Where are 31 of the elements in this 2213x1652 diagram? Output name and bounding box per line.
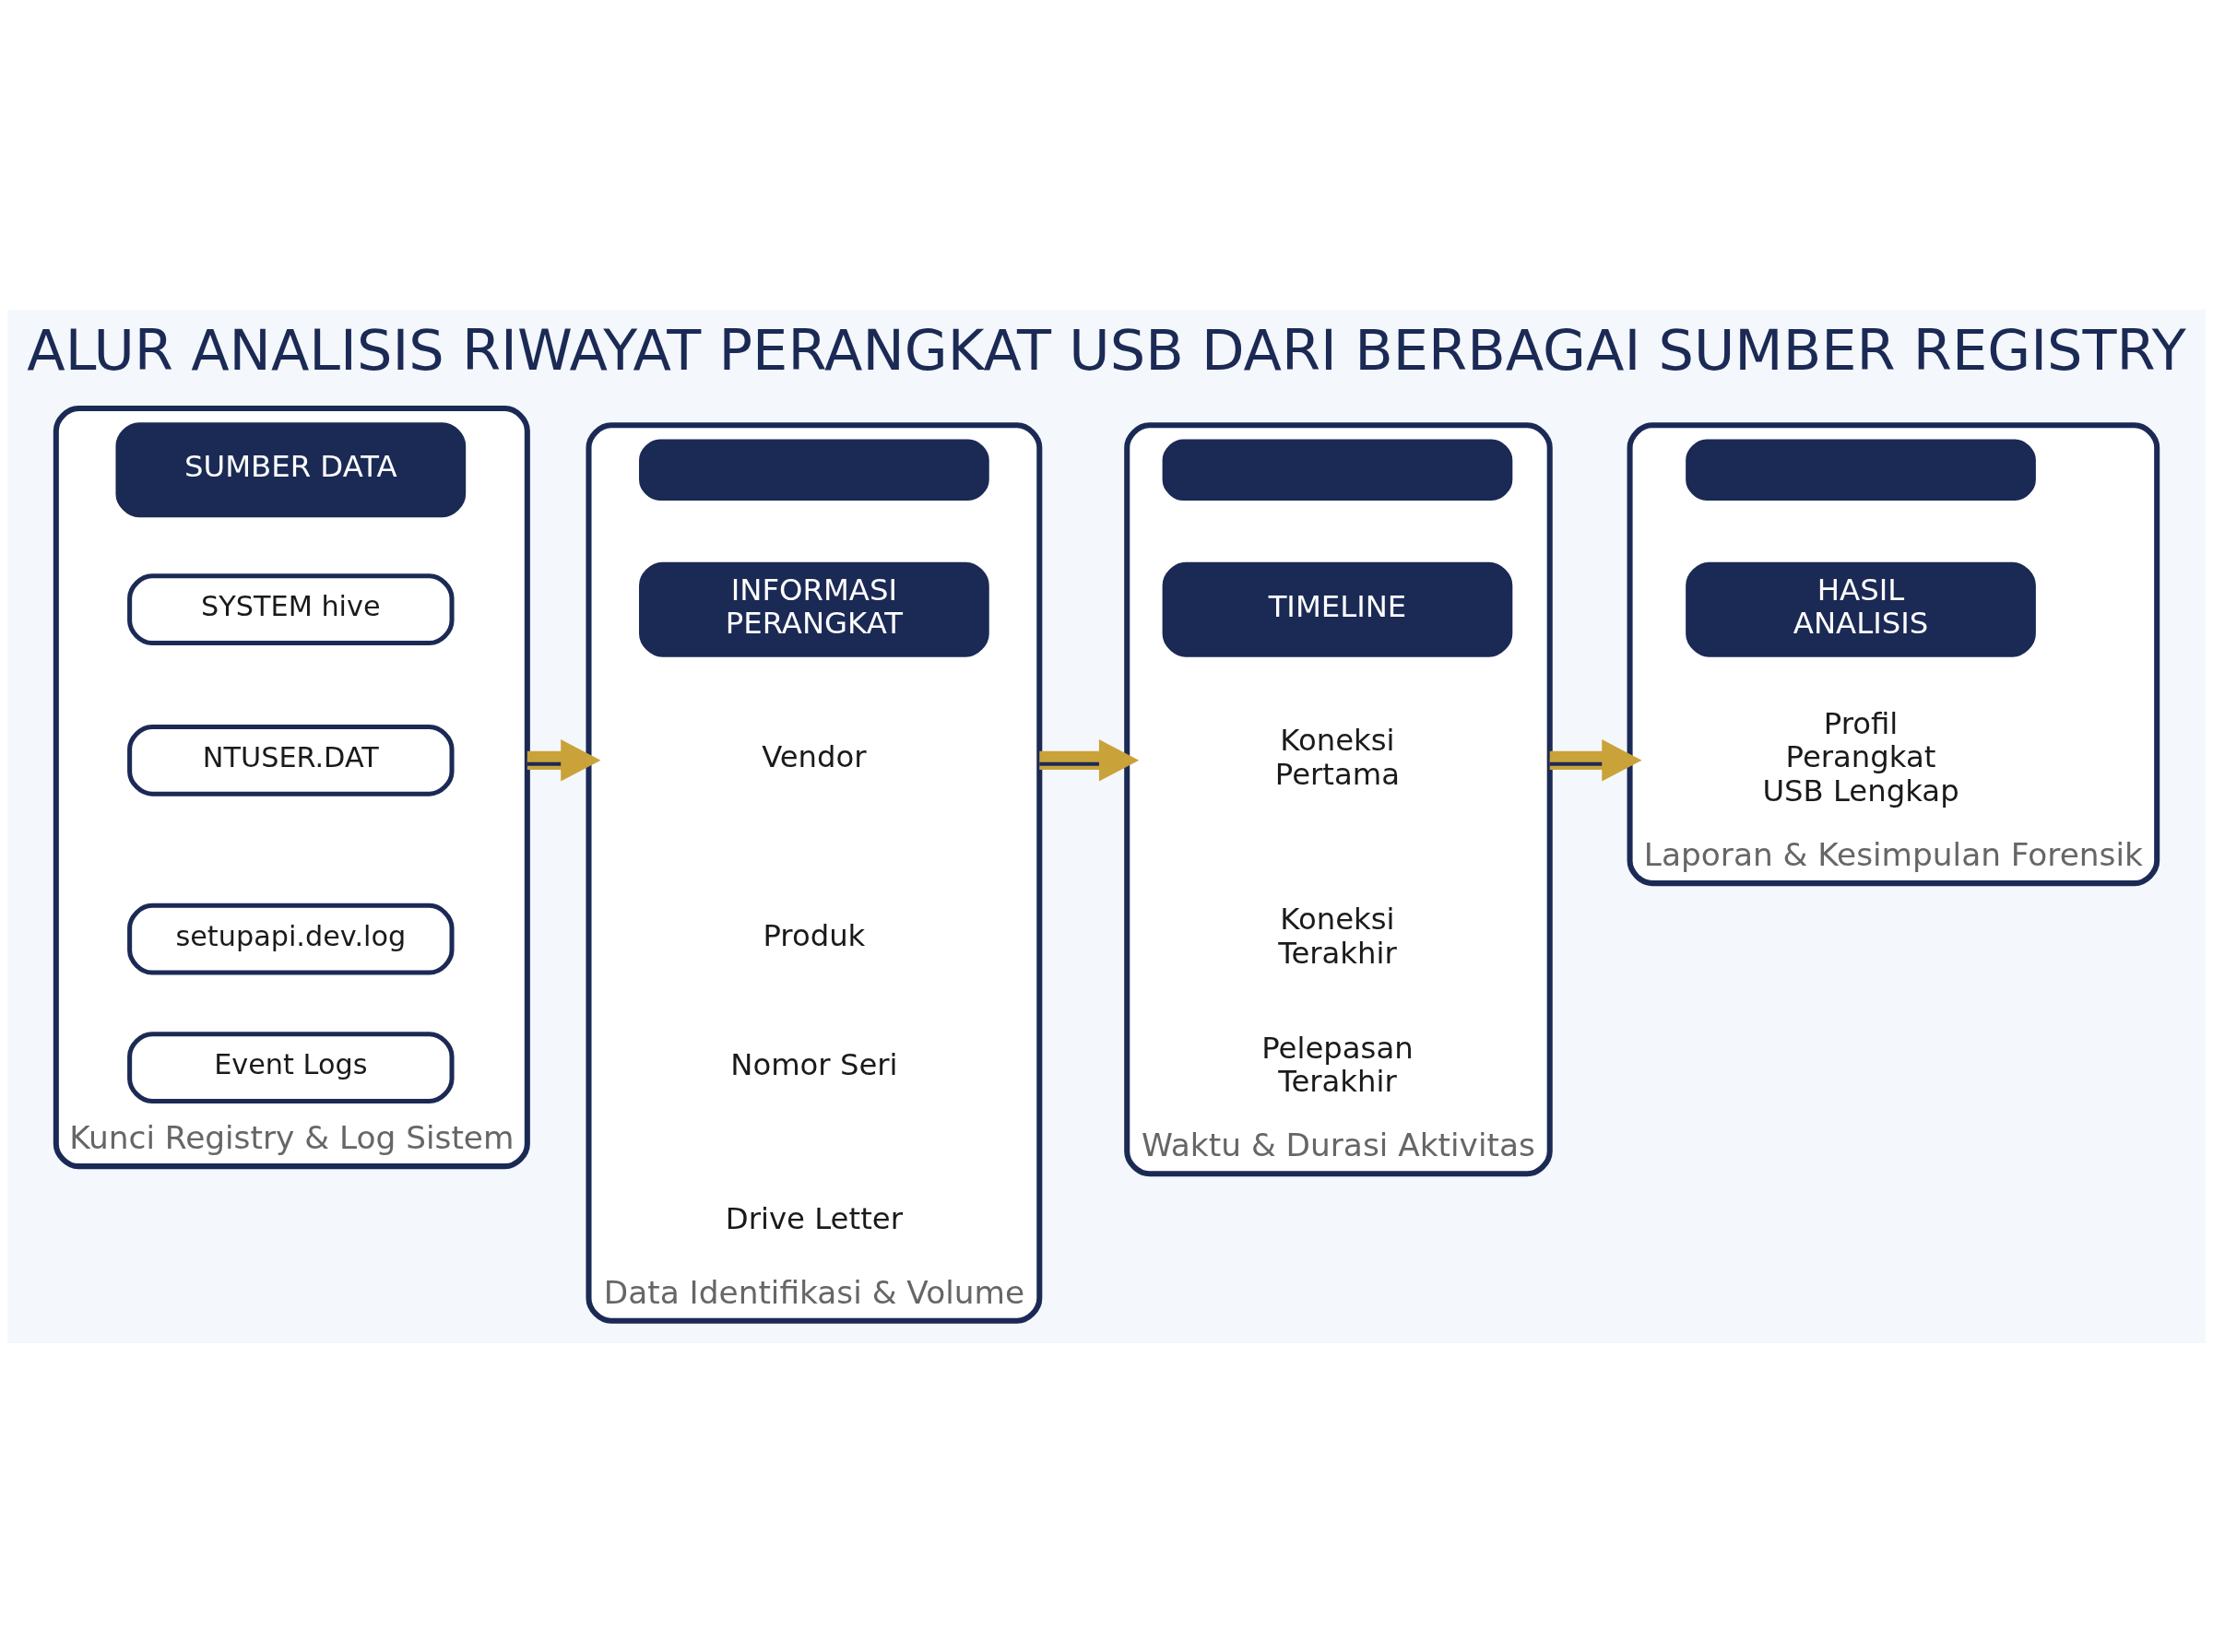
node-bar [1162,438,1513,501]
cluster [1627,421,2160,886]
node-box: SUMBER DATA [115,421,467,517]
node-label: Data Identifikasi & Volume [603,1273,1025,1311]
node-text: Produk [763,917,866,953]
node-text: Koneksi Pertama [1274,722,1401,792]
arrow [1549,738,1642,782]
node-label: Kunci Registry & Log Sistem [69,1118,515,1156]
node-box: INFORMASI PERANGKAT [639,561,989,657]
node-box: TIMELINE [1162,561,1513,657]
cluster [53,405,530,1169]
diagram-title: ALUR ANALISIS RIWAYAT PERANGKAT USB DARI BERBAGAI SUMBER REGISTRY [27,317,2186,383]
node-label: Laporan & Kesimpulan Forensik [1643,835,2143,873]
cluster [586,421,1043,1324]
node-text: Nomor Seri [730,1046,898,1082]
node-text: Drive Letter [725,1200,903,1236]
node-text: Pelepasan Terakhir [1261,1030,1414,1099]
node-text: Vendor [762,738,867,774]
node-bar [1686,438,2036,501]
arrow [1039,738,1140,782]
node-box: HASIL ANALISIS [1686,561,2036,657]
node-box: setupapi.dev.log [127,903,455,975]
node-box: NTUSER.DAT [127,724,455,796]
cluster [1124,421,1553,1176]
node-label: Waktu & Durasi Aktivitas [1142,1126,1535,1163]
node-box: SYSTEM hive [127,572,455,645]
arrow [527,738,601,782]
node-text: Koneksi Terakhir [1278,901,1397,971]
node-bar [639,438,989,501]
node-box: Event Logs [127,1031,455,1103]
node-text: Profil Perangkat USB Lengkap [1762,705,1959,808]
